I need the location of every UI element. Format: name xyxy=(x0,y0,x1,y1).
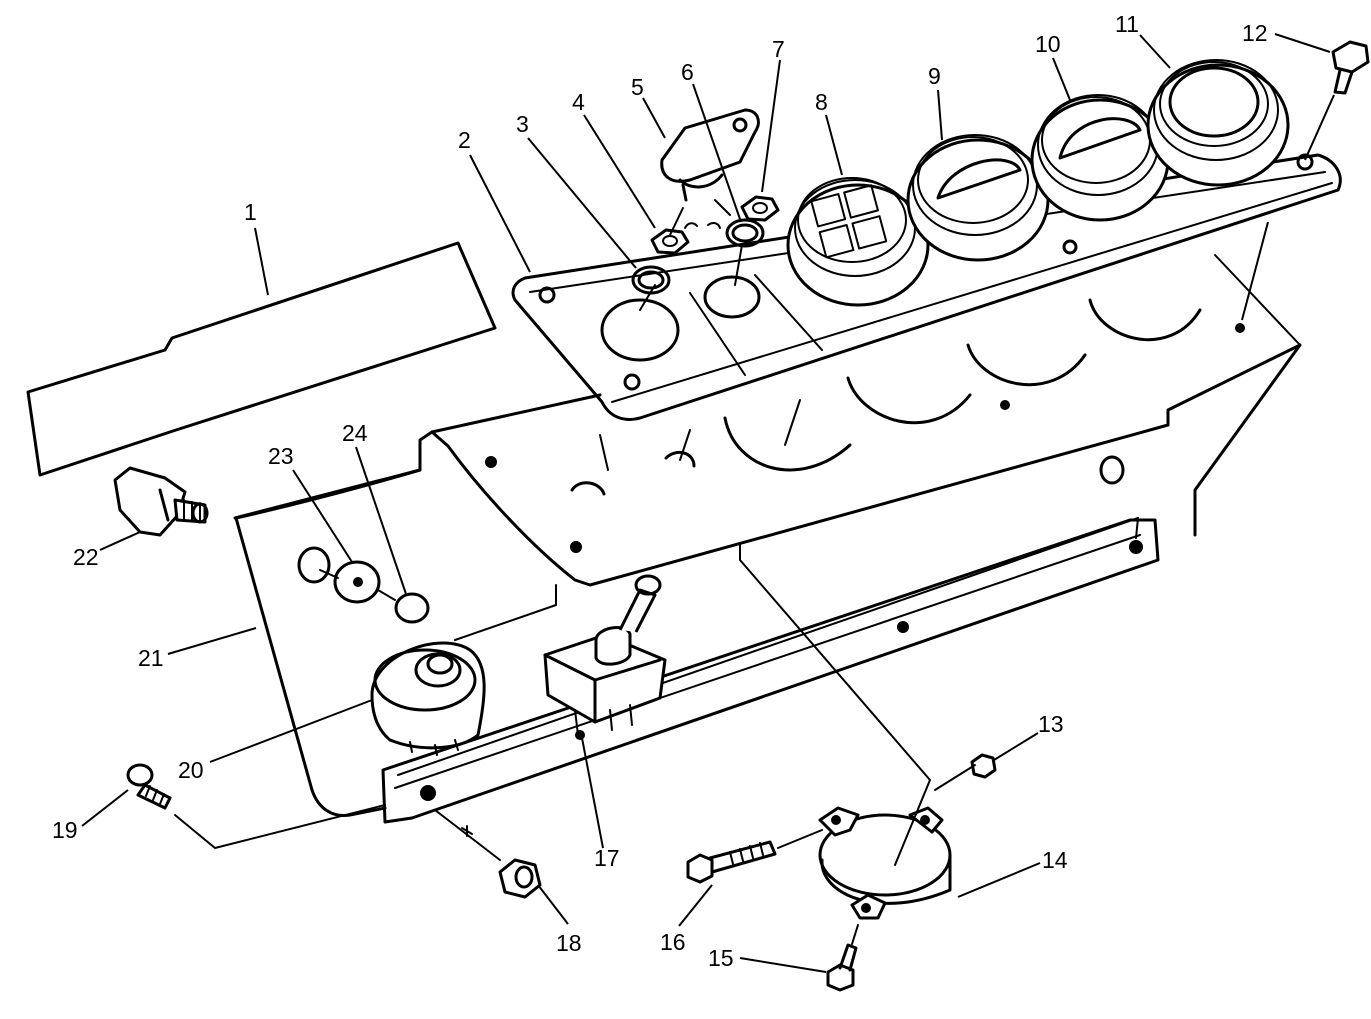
callout-20: 20 xyxy=(178,757,204,783)
dash-panel xyxy=(233,254,1302,824)
callout-19: 19 xyxy=(52,817,78,843)
callout-18: 18 xyxy=(556,930,582,956)
callout-4: 4 xyxy=(572,89,585,115)
decal-strip xyxy=(26,241,497,477)
callout-13: 13 xyxy=(1038,711,1064,737)
choke-knob xyxy=(113,466,209,537)
callout-8: 8 xyxy=(815,89,828,115)
callout-1: 1 xyxy=(244,199,257,225)
callout-9: 9 xyxy=(928,63,941,89)
nut-13 xyxy=(970,753,997,779)
callout-16: 16 xyxy=(660,929,686,955)
ignition-key xyxy=(660,108,760,202)
callout-24: 24 xyxy=(342,420,368,446)
callout-6: 6 xyxy=(681,59,694,85)
callout-5: 5 xyxy=(631,74,644,100)
callout-21: 21 xyxy=(138,645,164,671)
callout-14: 14 xyxy=(1042,847,1068,873)
callout-15: 15 xyxy=(708,945,734,971)
callout-23: 23 xyxy=(268,443,294,469)
lock-washer-3 xyxy=(631,265,671,295)
clamp-ring xyxy=(818,806,952,920)
bolt-12 xyxy=(1331,40,1370,95)
callout-12: 12 xyxy=(1242,20,1268,46)
callout-22: 22 xyxy=(73,544,99,570)
callout-11: 11 xyxy=(1115,11,1139,37)
callout-17: 17 xyxy=(594,845,620,871)
rotary-switch xyxy=(370,641,486,756)
callout-10: 10 xyxy=(1035,31,1061,57)
callout-labels: 1 2 3 4 5 6 7 8 9 10 11 12 13 14 15 16 1… xyxy=(52,11,1268,971)
callout-2: 2 xyxy=(458,127,471,153)
callout-3: 3 xyxy=(516,111,529,137)
gauge-11 xyxy=(1146,59,1290,187)
nut-18 xyxy=(498,858,542,899)
gauge-9 xyxy=(906,134,1050,262)
panel-hole xyxy=(297,546,331,584)
bolt-15 xyxy=(826,943,858,992)
screw-19 xyxy=(126,763,172,810)
lock-washer-24 xyxy=(394,592,430,624)
toggle-switch xyxy=(543,574,667,740)
leader-lines xyxy=(81,33,1335,973)
lock-washer-6 xyxy=(725,218,765,248)
flat-washer-23 xyxy=(333,560,381,604)
hex-nut-7 xyxy=(740,195,780,222)
callout-7: 7 xyxy=(772,36,785,62)
bolt-16 xyxy=(686,840,777,884)
hex-nut-4 xyxy=(650,228,690,255)
